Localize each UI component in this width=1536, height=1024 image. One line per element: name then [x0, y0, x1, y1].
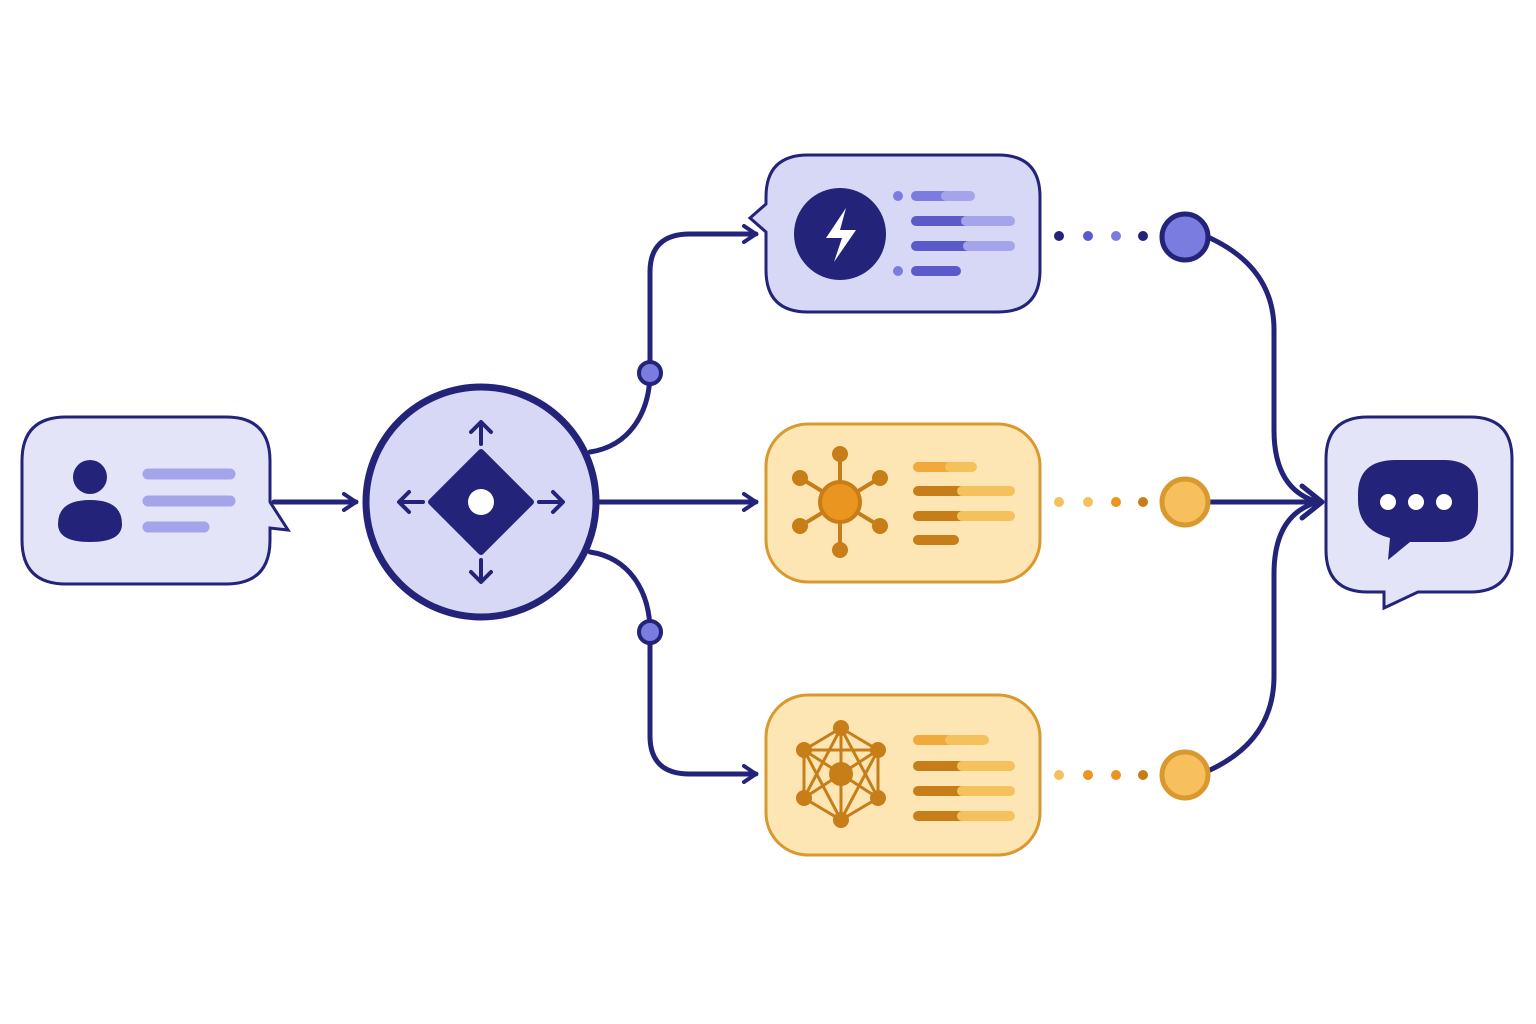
input-text-lines [142, 468, 236, 533]
branch-node-middle[interactable] [764, 422, 1042, 584]
hub-network-icon [792, 446, 888, 558]
router-node[interactable] [362, 383, 600, 621]
lightning-icon [794, 188, 886, 280]
edge-bottom-output [1207, 499, 1321, 773]
edge-router-top [587, 224, 759, 455]
dotted-connector-middle [1054, 497, 1148, 507]
edge-top-output [1207, 235, 1321, 505]
endpoint-dot-middle [1159, 476, 1211, 528]
endpoint-dot-bottom [1159, 749, 1211, 801]
middle-node-text-lines [913, 462, 1015, 545]
input-node[interactable] [20, 415, 291, 586]
junction-dot-top [637, 360, 663, 386]
mesh-network-icon [796, 720, 886, 828]
endpoint-dot-top [1159, 211, 1211, 263]
junction-dot-bottom [637, 619, 663, 645]
chat-bubble-icon [1358, 460, 1478, 560]
branch-node-bottom[interactable] [764, 693, 1042, 857]
connectors [271, 224, 1325, 784]
top-node-text-lines [893, 191, 1015, 276]
edge-router-bottom [587, 549, 759, 784]
dotted-connector-bottom [1054, 770, 1148, 780]
dotted-connector-top [1054, 231, 1148, 241]
bottom-node-text-lines [913, 735, 1015, 821]
output-node[interactable] [1324, 415, 1514, 611]
user-icon [58, 460, 122, 542]
output-arrow-tip [1299, 483, 1325, 521]
diamond-center-dot [468, 489, 494, 515]
router-arrows-icon [397, 420, 565, 584]
branch-node-top[interactable] [747, 153, 1042, 314]
